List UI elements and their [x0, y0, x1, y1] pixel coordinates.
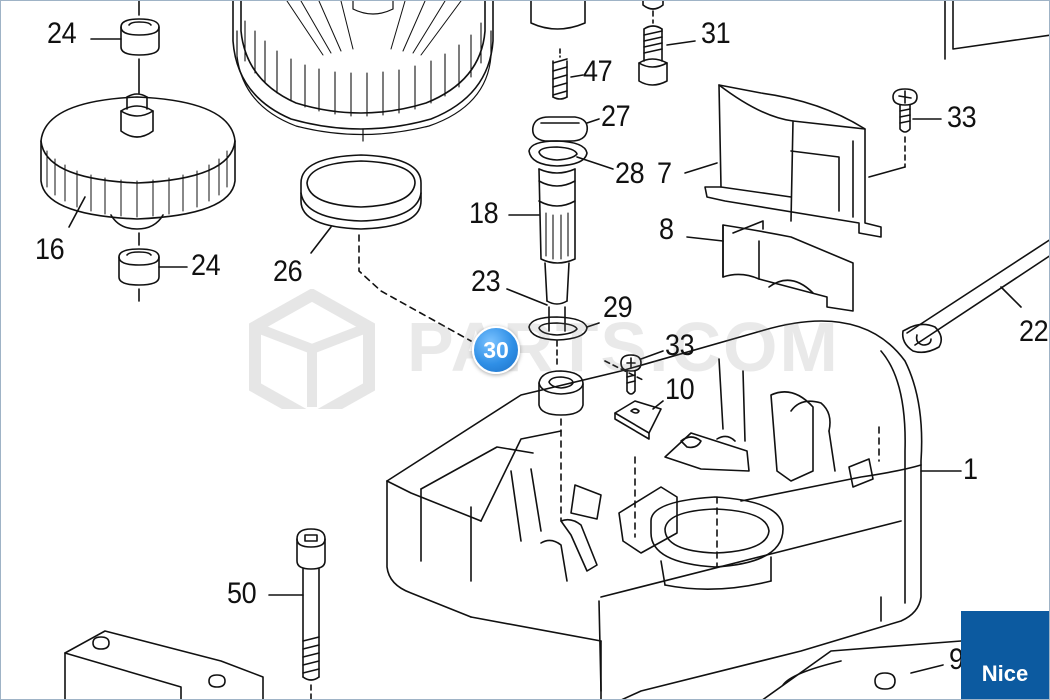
label-part-24-bottom: 24 — [191, 249, 221, 282]
label-part-1: 1 — [963, 453, 978, 486]
label-part-22: 22 — [1019, 315, 1049, 348]
oring-26-part — [300, 154, 472, 342]
label-part-10: 10 — [665, 373, 695, 406]
label-part-31: 31 — [701, 17, 731, 50]
clip-8-part — [686, 220, 854, 312]
cover-fragment — [944, 1, 1049, 60]
spring-47-part — [552, 48, 584, 100]
label-part-47: 47 — [583, 55, 613, 88]
label-part-28: 28 — [615, 157, 645, 190]
bearing-part — [538, 370, 584, 522]
large-gear-part — [232, 1, 494, 142]
label-part-9: 9 — [949, 643, 964, 676]
housing-1-part — [386, 320, 962, 699]
screw-33-mid-part — [620, 350, 664, 395]
rod-22-part — [901, 239, 1049, 354]
key-27-part — [531, 116, 600, 142]
bottom-left-plate-part — [64, 630, 264, 699]
label-part-29: 29 — [603, 291, 633, 324]
washer-28-part — [528, 140, 614, 170]
label-part-33-top: 33 — [947, 101, 977, 134]
ring-29-part — [528, 316, 600, 366]
label-part-18: 18 — [469, 197, 499, 230]
bushing-part — [530, 1, 586, 30]
label-part-23: 23 — [471, 265, 501, 298]
label-part-33-mid: 33 — [665, 329, 695, 362]
bushing-24-top-part — [90, 1, 160, 94]
nice-logo: Nice — [961, 611, 1049, 699]
screw-50-part — [268, 528, 326, 699]
bracket-7-part — [684, 84, 882, 238]
label-part-8: 8 — [659, 213, 674, 246]
label-part-7: 7 — [657, 157, 672, 190]
small-gear-16-part — [40, 93, 236, 230]
label-part-50: 50 — [227, 577, 257, 610]
screw-31-part — [638, 1, 696, 86]
screw-33-top-part — [868, 88, 942, 178]
label-part-16: 16 — [35, 233, 65, 266]
base-plate-9-part — [762, 640, 962, 699]
shaft-18-part — [506, 168, 576, 332]
label-part-24-top: 24 — [47, 17, 77, 50]
label-part-27: 27 — [601, 100, 631, 133]
bushing-24-bottom-part — [118, 232, 188, 302]
plate-10-part — [614, 400, 664, 440]
label-part-26: 26 — [273, 255, 303, 288]
brand-logo-text: Nice — [981, 661, 1029, 686]
part-30-hotspot[interactable]: 30 — [472, 326, 520, 374]
